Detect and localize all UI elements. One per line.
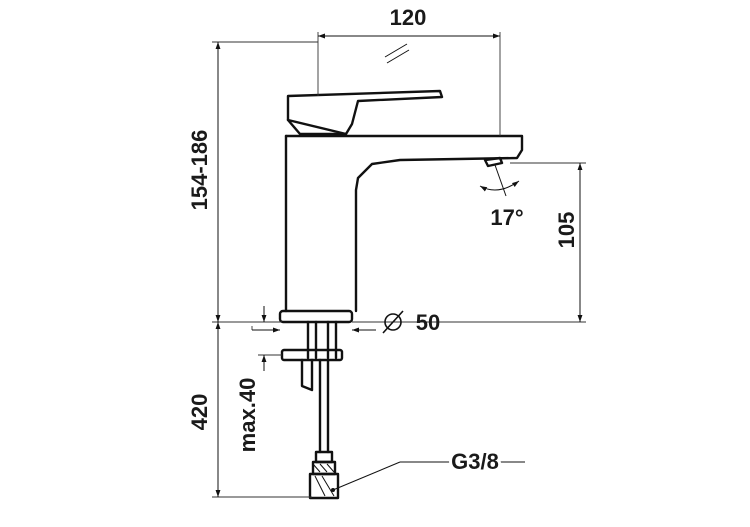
aerator: [483, 156, 504, 168]
dimension-total-height: 154-186: [187, 41, 318, 323]
faucet-outline: [278, 89, 524, 500]
outlet-height-label: 105: [554, 212, 579, 249]
hose-connector-end: [308, 472, 340, 500]
base-diameter-label: 50: [416, 310, 440, 335]
dimension-base-diameter: 50: [251, 310, 440, 335]
connection-thread-label: G3/8: [451, 449, 499, 474]
spout-reach-label: 120: [390, 5, 427, 30]
spout: [284, 134, 524, 313]
flexible-hose: [318, 358, 330, 454]
lever-base: [286, 118, 348, 136]
total-height-label: 154-186: [187, 130, 212, 211]
dimension-hose-length: 420: [187, 322, 312, 498]
base-plate: [278, 309, 354, 324]
mounting-shank: [306, 320, 338, 360]
lever-rotation-marker: [384, 43, 410, 64]
hose-connector-top: [314, 450, 334, 464]
connection-thread-callout: G3/8: [331, 446, 525, 492]
hose-length-label: 420: [187, 394, 212, 431]
mounting-nut: [280, 348, 344, 362]
threaded-rod: [300, 358, 314, 392]
dimension-outlet-angle: 17°: [479, 164, 524, 230]
dimension-outlet-height: 105: [352, 162, 586, 323]
dimension-spout-reach: 120: [317, 5, 501, 136]
lever-handle: [286, 89, 444, 136]
diameter-icon: [382, 310, 404, 334]
hose-connector-hatch: [312, 463, 335, 497]
outlet-angle-label: 17°: [490, 205, 523, 230]
dimension-counter-thickness: max.40: [235, 306, 282, 452]
counter-thickness-label: max.40: [235, 378, 260, 453]
